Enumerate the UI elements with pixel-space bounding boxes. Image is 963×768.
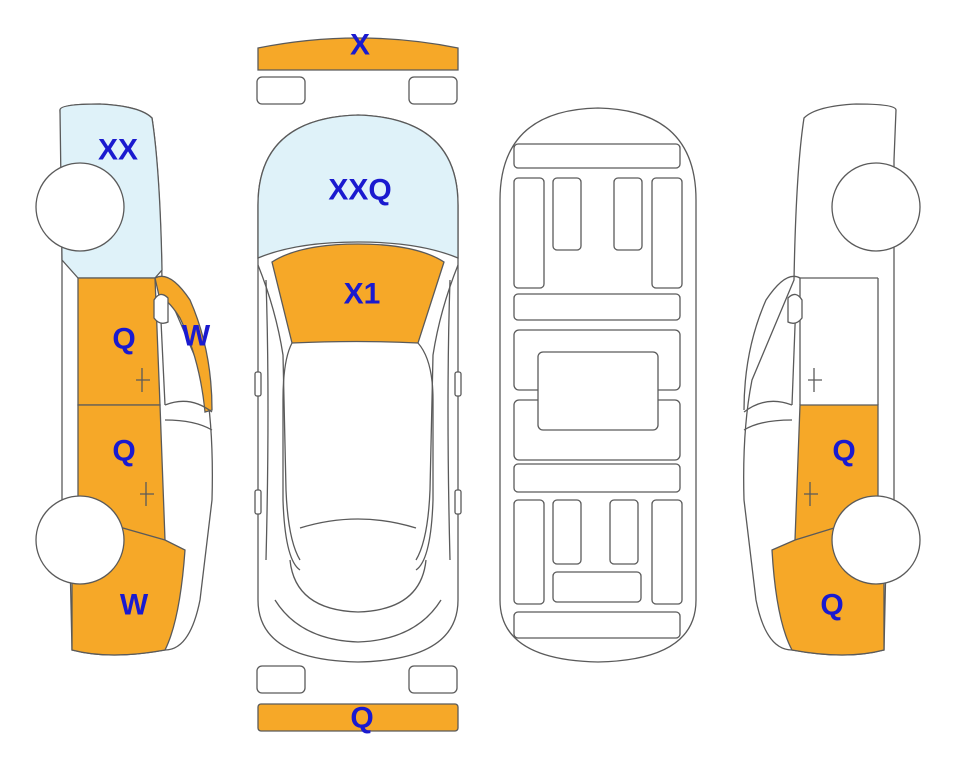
label-left-a-pillar: W [182, 320, 211, 353]
front-bumper-panel[interactable] [257, 37, 459, 71]
label-left-front-door: Q [112, 323, 135, 356]
left-a-pillar[interactable] [154, 275, 213, 413]
roof-glass[interactable] [257, 114, 459, 259]
label-rear-bumper: Q [350, 702, 373, 735]
right-side-view [743, 103, 921, 656]
underbody-view [499, 107, 697, 663]
label-left-rear-door: Q [112, 435, 135, 468]
left-side-view [35, 103, 214, 656]
damage-labels: X XXQ X1 Q XX Q W Q W Q Q [98, 29, 856, 735]
rear-bumper-panel[interactable] [257, 703, 459, 732]
label-left-rear-quarter: W [120, 589, 149, 622]
label-right-quarter: Q [820, 589, 843, 622]
front-left-pad [256, 76, 306, 105]
rear-right-pad [408, 665, 458, 694]
label-roof: XXQ [328, 174, 391, 207]
left-front-wheel [35, 162, 125, 252]
right-rear-wheel [831, 495, 921, 585]
right-front-wheel [831, 162, 921, 252]
label-right-door: Q [832, 435, 855, 468]
label-hood: X1 [344, 278, 381, 311]
hood-panel[interactable] [271, 243, 445, 344]
label-front-bumper: X [350, 29, 370, 62]
rear-left-pad [256, 665, 306, 694]
top-view [254, 37, 462, 732]
front-right-pad [408, 76, 458, 105]
label-left-rear-glass: XX [98, 134, 138, 167]
left-rear-wheel [35, 495, 125, 585]
